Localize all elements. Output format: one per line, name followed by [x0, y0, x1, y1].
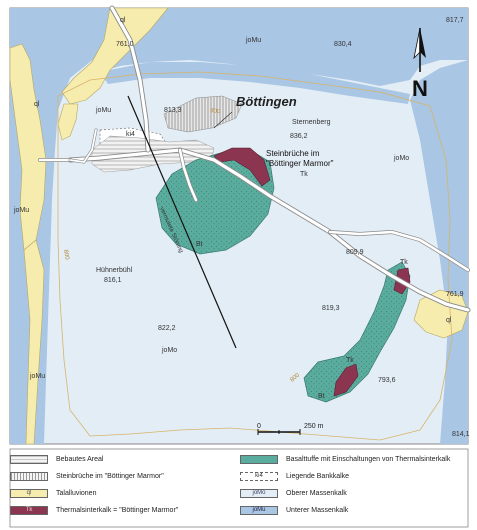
town-label-boettingen: Böttingen: [236, 94, 297, 109]
scale-bar: 0 250 m: [257, 423, 324, 435]
legend-item-ql: ql Talalluvionen: [10, 487, 96, 499]
tk-south: [333, 363, 359, 397]
unit-label-tk: Tk: [346, 357, 354, 364]
legend-label: Bebautes Areal: [56, 455, 104, 463]
ql-strip-west: [23, 239, 45, 445]
contour-label: 800: [210, 108, 221, 115]
elevation-label: 819,3: [322, 305, 340, 312]
unit-label-jomu: joMu: [245, 37, 261, 44]
legend-swatch-jomo: joMo: [240, 488, 278, 498]
elevation-label: 817,7: [446, 17, 464, 24]
elevation-label: 813,3: [164, 107, 182, 114]
elevation-label: 761,9: [446, 291, 464, 298]
legend-item-built: Bebautes Areal: [10, 453, 103, 465]
north-label: N: [412, 76, 428, 101]
quarry-label-2: "Böttinger Marmor": [266, 159, 334, 168]
fault-line: [127, 95, 237, 349]
legend-item-bt: Basalttuffe mit Einschaltungen von Therm…: [240, 453, 450, 465]
unit-label-ql: ql: [34, 101, 40, 108]
place-label-huehnerbuehl: Hühnerbühl: [96, 267, 133, 274]
legend-swatch-jomu: joMu: [240, 505, 278, 515]
elevation-label: 793,6: [378, 377, 396, 384]
unit-label-jomu: joMu: [95, 107, 111, 114]
scale-value: 250 m: [304, 423, 324, 430]
legend-item-ki4: ki4 Liegende Bankkalke: [240, 470, 349, 482]
unit-label-ql: ql: [120, 17, 126, 24]
jomu-area-north: [100, 8, 468, 86]
elevation-label: 761,0: [116, 41, 134, 48]
unit-label-tk: Tk: [300, 171, 308, 178]
legend: Bebautes Areal Steinbrüche im "Böttinger…: [10, 453, 466, 525]
legend-label: Talalluvionen: [56, 489, 97, 497]
legend-swatch-ql: ql: [10, 488, 48, 498]
unit-label-bt: Bt: [196, 241, 203, 248]
legend-label: Unterer Massenkalk: [286, 506, 349, 514]
elevation-label: 830,4: [334, 41, 352, 48]
legend-label: Basalttuffe mit Einschaltungen von Therm…: [286, 455, 451, 463]
basalt-tuff-south: [303, 261, 411, 403]
unit-label-jomo: joMo: [393, 155, 409, 162]
road-network: [38, 5, 471, 313]
ql-valley-north: [61, 7, 169, 105]
elevation-label: 814,1: [452, 431, 470, 438]
legend-item-quarry: Steinbrüche im "Böttinger Marmor": [10, 470, 164, 482]
elevation-label: 809,9: [346, 249, 364, 256]
legend-swatch-tk: Tk: [10, 505, 48, 515]
legend-label: Liegende Bankkalke: [286, 472, 350, 480]
legend-label: Oberer Massenkalk: [286, 489, 347, 497]
elevation-labels: 817,7 761,0 830,4 813,3 836,2 809,9 816,…: [104, 17, 470, 438]
elevation-label: 822,2: [158, 325, 176, 332]
contour-label: 800: [62, 249, 70, 261]
unit-label-jomu: joMu: [29, 373, 45, 380]
legend-swatch-quarry: [10, 471, 48, 481]
elevation-label: 816,1: [104, 277, 122, 284]
unit-label-jomo: joMo: [161, 347, 177, 354]
contour-800: [57, 71, 453, 441]
legend-item-jomo: joMo Oberer Massenkalk: [240, 487, 347, 499]
legend-label: Thermalsinterkalk = "Böttinger Marmor": [56, 506, 179, 514]
contour-label: 800: [289, 372, 301, 383]
ql-valley-east: [413, 289, 469, 339]
elevation-label: 836,2: [290, 133, 308, 140]
unit-label-jomu: joMu: [13, 207, 29, 214]
legend-item-jomu: joMu Unterer Massenkalk: [240, 504, 348, 516]
legend-swatch-bt: [240, 454, 278, 464]
town-leader: [213, 111, 233, 129]
contour-labels: 800 800 800: [62, 108, 301, 383]
place-label-sternenberg: Sternenberg: [292, 119, 331, 126]
scale-zero: 0: [257, 423, 261, 430]
quarry-label-1: Steinbrüche im: [266, 149, 320, 158]
legend-swatch-built: [10, 454, 48, 464]
legend-swatch-ki4: ki4: [240, 471, 278, 481]
unit-label-bt: Bt: [318, 393, 325, 400]
jomu-area-west: [10, 8, 150, 444]
legend-frame: [9, 448, 469, 528]
unit-labels: ql ql ql joMu joMu joMu joMu joMo joMo k…: [13, 17, 452, 400]
legend-label: Steinbrüche im "Böttinger Marmor": [56, 472, 164, 480]
tk-north: [213, 147, 271, 187]
unit-label-ki4: ki4: [126, 131, 135, 138]
quarry-area-north: [163, 95, 243, 133]
legend-item-tk: Tk Thermalsinterkalk = "Böttinger Marmor…: [10, 504, 178, 516]
north-arrow: N: [412, 27, 428, 101]
unit-label-ql: ql: [446, 317, 452, 324]
unit-label-tk: Tk: [400, 259, 408, 266]
